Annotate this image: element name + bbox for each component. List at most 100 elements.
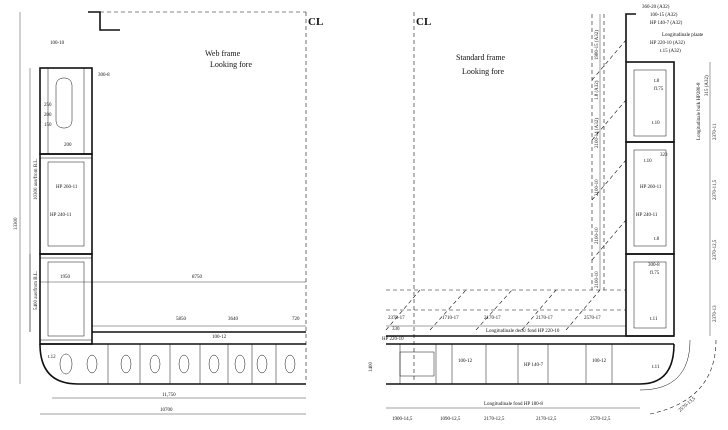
std-hp-bottom: HP 220-10	[382, 337, 404, 342]
web-dim-gap: 200	[64, 143, 72, 148]
std-t-bottom: t.11	[652, 365, 660, 370]
std-bay-1: 2370-17	[388, 316, 405, 321]
std-hp-b: HP 240-11	[636, 213, 658, 218]
std-right-4: 2370-11,5	[713, 179, 718, 200]
web-plate-t12: t.12	[48, 355, 56, 360]
std-bilge-label: 2570-13,5	[678, 396, 697, 413]
std-t-3: t.10	[644, 159, 652, 164]
std-keel-box	[399, 351, 435, 377]
std-right-2: Longitudinale bulk HP280-8	[697, 82, 702, 140]
web-floor-stiffeners	[107, 344, 277, 384]
std-side-b: 1.8 (A32)	[595, 80, 600, 100]
std-side-e: 2100-10	[595, 227, 600, 244]
std-bot-4: 2170-12,5	[536, 417, 557, 422]
web-side-column-inner	[47, 161, 85, 247]
web-dim-bracket-b: 200	[44, 113, 52, 118]
web-side-top	[88, 11, 120, 31]
std-long-deck: Longitudinale deck/ fond HP 220-10	[486, 329, 560, 334]
std-bay-4: 2170-17	[536, 316, 553, 321]
std-centerline-label: CL	[416, 16, 431, 28]
std-small-330: 330	[392, 327, 400, 332]
std-side-f: 2100-10	[595, 271, 600, 288]
std-plate-100-12b: 100-12	[592, 359, 607, 364]
web-dim-w2: 8750	[192, 275, 203, 280]
std-frame-title: Standard frame	[456, 53, 506, 62]
web-dim-bracket-c: 150	[44, 123, 52, 128]
std-dimension-lines	[386, 14, 711, 409]
std-long-fond: Longitudinale fond HP 180-8	[484, 402, 543, 407]
std-floor-stiffeners	[399, 344, 613, 384]
web-dim-deck-1: 10300 aus/from B.L.	[34, 158, 39, 200]
std-hp-140: HP 140-7	[524, 363, 544, 368]
web-floor-openings	[59, 353, 296, 375]
web-lightening-hole	[55, 77, 73, 129]
standard-frame: Standard frame Looking fore CL 360-20 (A…	[369, 5, 718, 422]
std-t-5: t.11	[650, 317, 658, 322]
std-top-1: 360-20 (A32)	[642, 5, 670, 10]
web-hp-b: HP 240-11	[50, 213, 72, 218]
web-dim-w4: 3640	[228, 317, 239, 322]
std-upper-box	[625, 61, 675, 143]
web-dim-top-plate: 100-10	[50, 41, 65, 46]
std-right-1: 315 (A32)	[705, 75, 710, 96]
std-bay-2: 1710-17	[442, 316, 459, 321]
std-bilge-outer	[639, 339, 691, 391]
web-frame: Web frame Looking fore CL 100-10 300-8 2…	[14, 11, 323, 415]
web-frame-subtitle: Looking fore	[210, 60, 252, 69]
std-lower-inner	[633, 261, 667, 329]
std-bilge-dim	[649, 339, 717, 415]
web-dimension-lines	[19, 12, 306, 415]
std-t-2: t.8	[654, 79, 660, 84]
std-right-3: 2370-11	[713, 123, 718, 140]
std-top-5: HP 220-10 (A32)	[650, 41, 685, 46]
std-t-1: t.10	[652, 121, 660, 126]
web-frame-title: Web frame	[205, 49, 241, 58]
web-lower-inner	[47, 261, 85, 337]
web-dim-opening: 300-8	[98, 73, 110, 78]
std-side-d: 2100-10	[595, 179, 600, 196]
web-dim-deck-2: 5400 aus/from B.L.	[34, 271, 39, 310]
web-dim-bottom-w: 11,750	[162, 393, 176, 398]
web-dim-w1: 1950	[60, 275, 71, 280]
std-bot-2: 1090-12,5	[440, 417, 461, 422]
std-side-a: 1980-15 (A32)	[595, 30, 600, 60]
std-dashed-bracing	[385, 39, 627, 331]
std-bot-3: 2170-12,5	[484, 417, 505, 422]
std-bot-5: 2570-12,5	[590, 417, 611, 422]
std-frame-subtitle: Looking fore	[462, 67, 504, 76]
std-side-c: 2100-14 (A32)	[595, 118, 600, 148]
std-upper-inner	[633, 69, 667, 137]
std-top-2: 100-15 (A32)	[650, 13, 678, 18]
web-dim-w3: 5850	[176, 317, 187, 322]
std-inner-1: 300-8	[648, 263, 660, 268]
web-upper-inner	[47, 67, 85, 155]
std-small-1400: 1400	[369, 362, 374, 373]
std-top-6: t.15 (A32)	[660, 49, 681, 54]
std-inner-2: fl.75	[650, 271, 660, 276]
std-hp-a: HP 260-11	[640, 185, 662, 190]
web-centerline-label: CL	[308, 16, 323, 28]
web-dim-stiffener: 100-12	[212, 335, 227, 340]
std-top-4: Longitudinale plaate	[662, 33, 704, 38]
std-side-inner	[633, 149, 667, 247]
std-t-4: t.8	[654, 237, 660, 242]
web-dim-height-total: 13300	[14, 217, 19, 230]
std-inner-4: fl.75	[654, 87, 664, 92]
std-top-3: HP 140-7 (A32)	[650, 21, 683, 26]
std-bottom-bilge	[386, 343, 675, 385]
web-stiffener-ticks	[40, 157, 92, 341]
web-hp-a: HP 260-11	[56, 185, 78, 190]
std-bay-3: 2170-17	[484, 316, 501, 321]
std-right-5: 2370-12,5	[713, 239, 718, 260]
web-bilge-bottom	[39, 343, 306, 385]
std-bay-5: 2570-17	[584, 316, 601, 321]
std-sheer	[625, 13, 636, 62]
web-dim-overall-w: 10700	[160, 408, 173, 413]
std-bot-1: 1900-14,5	[392, 417, 413, 422]
std-right-6: 2370-13	[713, 305, 718, 322]
web-dim-w5: 720	[292, 317, 300, 322]
std-inner-3: 323	[660, 153, 668, 158]
web-dim-bracket-a: 250	[44, 103, 52, 108]
std-plate-100-12: 100-12	[458, 359, 473, 364]
